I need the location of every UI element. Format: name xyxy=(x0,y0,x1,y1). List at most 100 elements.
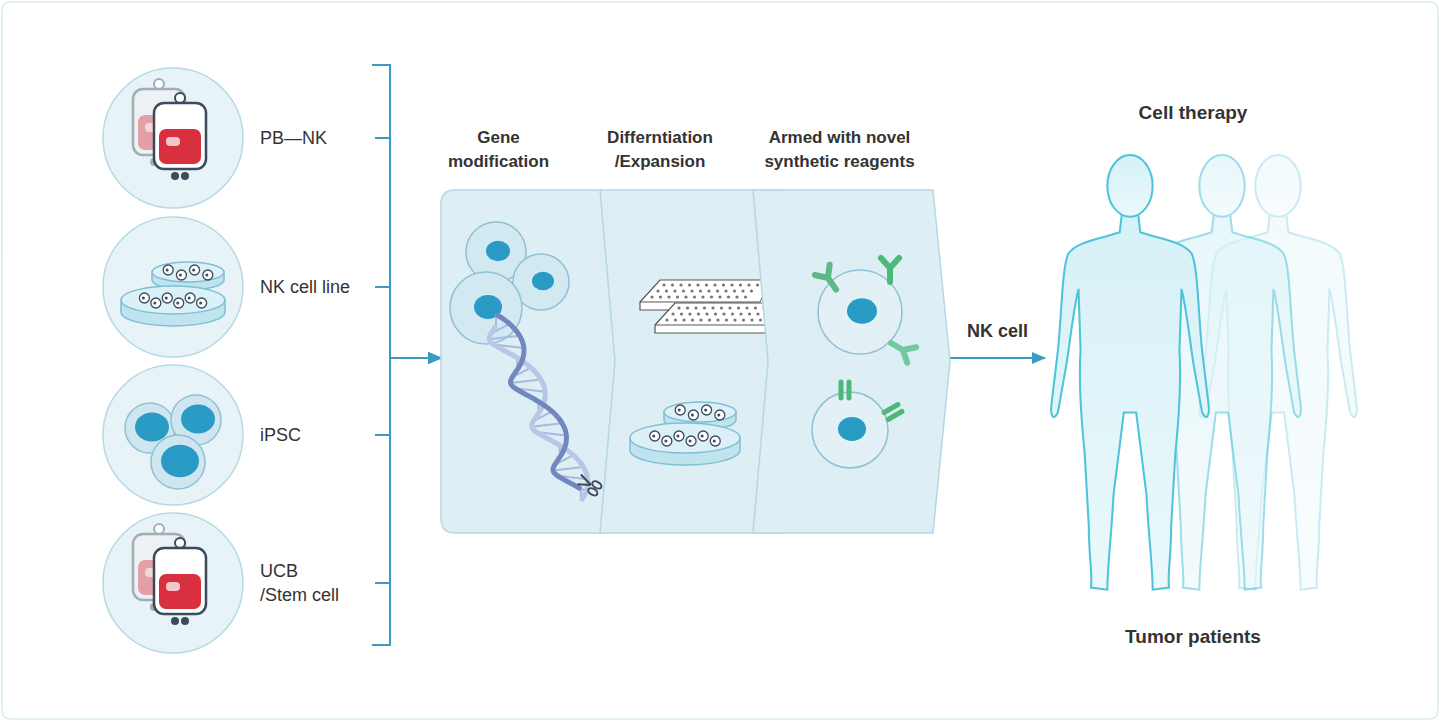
source-label: PB—NK xyxy=(260,126,420,150)
illustration-part xyxy=(151,435,205,489)
illustration-part xyxy=(656,289,659,292)
step-heading: Differntiation /Expansion xyxy=(593,126,727,174)
illustration-part xyxy=(886,335,916,363)
illustration-part xyxy=(733,289,736,292)
illustration-part xyxy=(705,283,708,286)
illustration-part xyxy=(688,283,691,286)
illustration-part xyxy=(1255,155,1300,217)
illustration-part xyxy=(713,440,716,443)
illustration-part xyxy=(713,283,716,286)
flow-arrow xyxy=(375,358,441,583)
illustration-part xyxy=(162,293,172,303)
illustration-part xyxy=(724,289,727,292)
illustration-part xyxy=(717,414,720,417)
illustration-part xyxy=(731,312,734,315)
illustration-part xyxy=(181,172,189,180)
flow-arrow xyxy=(375,138,441,358)
illustration-part xyxy=(675,405,685,415)
illustration-part xyxy=(103,365,243,505)
illustration-part xyxy=(728,306,731,309)
illustration-part xyxy=(679,283,682,286)
illustration-part xyxy=(704,409,707,412)
illustration-part xyxy=(192,269,195,272)
merge-bracket xyxy=(372,65,390,645)
illustration-part xyxy=(756,283,759,286)
illustration-part xyxy=(166,269,169,272)
illustration-part xyxy=(812,392,888,468)
node-shape xyxy=(100,65,375,211)
illustration-part xyxy=(815,265,844,295)
flow-arrow xyxy=(950,357,1045,359)
illustration-part xyxy=(190,265,200,275)
illustration-part xyxy=(703,306,706,309)
illustration-part xyxy=(532,272,554,291)
source-node: iPSC xyxy=(100,362,375,508)
illustration-part xyxy=(730,283,733,286)
illustration-part xyxy=(722,283,725,286)
illustration-part xyxy=(714,312,717,315)
illustration-part xyxy=(103,217,243,357)
illustration-part xyxy=(691,318,694,321)
illustration-part xyxy=(203,270,213,280)
flow-arrow xyxy=(375,287,441,358)
illustration-part xyxy=(665,289,668,292)
illustration-part xyxy=(181,405,215,434)
illustration-part xyxy=(691,414,694,417)
illustration-part xyxy=(664,402,736,422)
illustration-part xyxy=(450,272,522,344)
illustration-part xyxy=(154,103,206,169)
edge-label: NK cell xyxy=(964,321,1031,342)
node-shape xyxy=(100,362,375,508)
step-heading: Gene modification xyxy=(437,126,561,174)
illustration-part xyxy=(179,274,182,277)
illustration-part xyxy=(750,318,753,321)
illustration-part xyxy=(720,306,723,309)
illustration-part xyxy=(575,473,603,497)
illustration-part xyxy=(698,431,708,441)
illustration-part xyxy=(1199,155,1244,217)
illustration-part xyxy=(650,431,660,441)
illustration-part xyxy=(841,382,849,398)
illustration-part xyxy=(739,283,742,286)
illustration-part xyxy=(711,306,714,309)
illustration-part xyxy=(185,293,195,303)
illustration-part xyxy=(725,318,728,321)
illustration-part xyxy=(677,306,680,309)
illustration-part xyxy=(841,382,849,398)
source-node: PB—NK xyxy=(100,65,375,211)
illustration-part xyxy=(676,435,679,438)
illustration-part xyxy=(686,436,696,446)
illustration-part xyxy=(701,295,704,298)
illustration-part xyxy=(815,265,844,295)
illustration-part xyxy=(884,405,902,420)
illustration-part xyxy=(176,302,179,305)
illustration-part xyxy=(159,129,201,164)
illustration-part xyxy=(682,318,685,321)
illustration-part xyxy=(708,318,711,321)
illustration-part xyxy=(678,409,681,412)
illustration-part xyxy=(693,295,696,298)
illustration-part xyxy=(753,190,950,533)
illustration-part xyxy=(205,274,208,277)
source-label: UCB /Stem cell xyxy=(260,559,344,607)
illustration-part xyxy=(689,440,692,443)
illustration-part xyxy=(667,295,670,298)
illustration-part xyxy=(662,283,665,286)
illustration-part xyxy=(881,258,899,282)
illustration-part xyxy=(441,190,616,533)
illustration-part xyxy=(750,289,753,292)
illustration-part xyxy=(662,436,672,446)
illustration-part xyxy=(744,295,747,298)
illustration-part xyxy=(640,280,770,302)
illustration-part xyxy=(103,365,243,505)
illustration-part xyxy=(135,413,169,442)
node-shape xyxy=(100,510,375,656)
illustration-part xyxy=(735,295,738,298)
illustration-part xyxy=(881,258,899,282)
illustration-part xyxy=(733,318,736,321)
illustration-part xyxy=(175,93,185,103)
illustration-part xyxy=(159,574,201,609)
illustration-part xyxy=(722,312,725,315)
node-shape xyxy=(441,190,616,533)
illustration-part xyxy=(684,295,687,298)
